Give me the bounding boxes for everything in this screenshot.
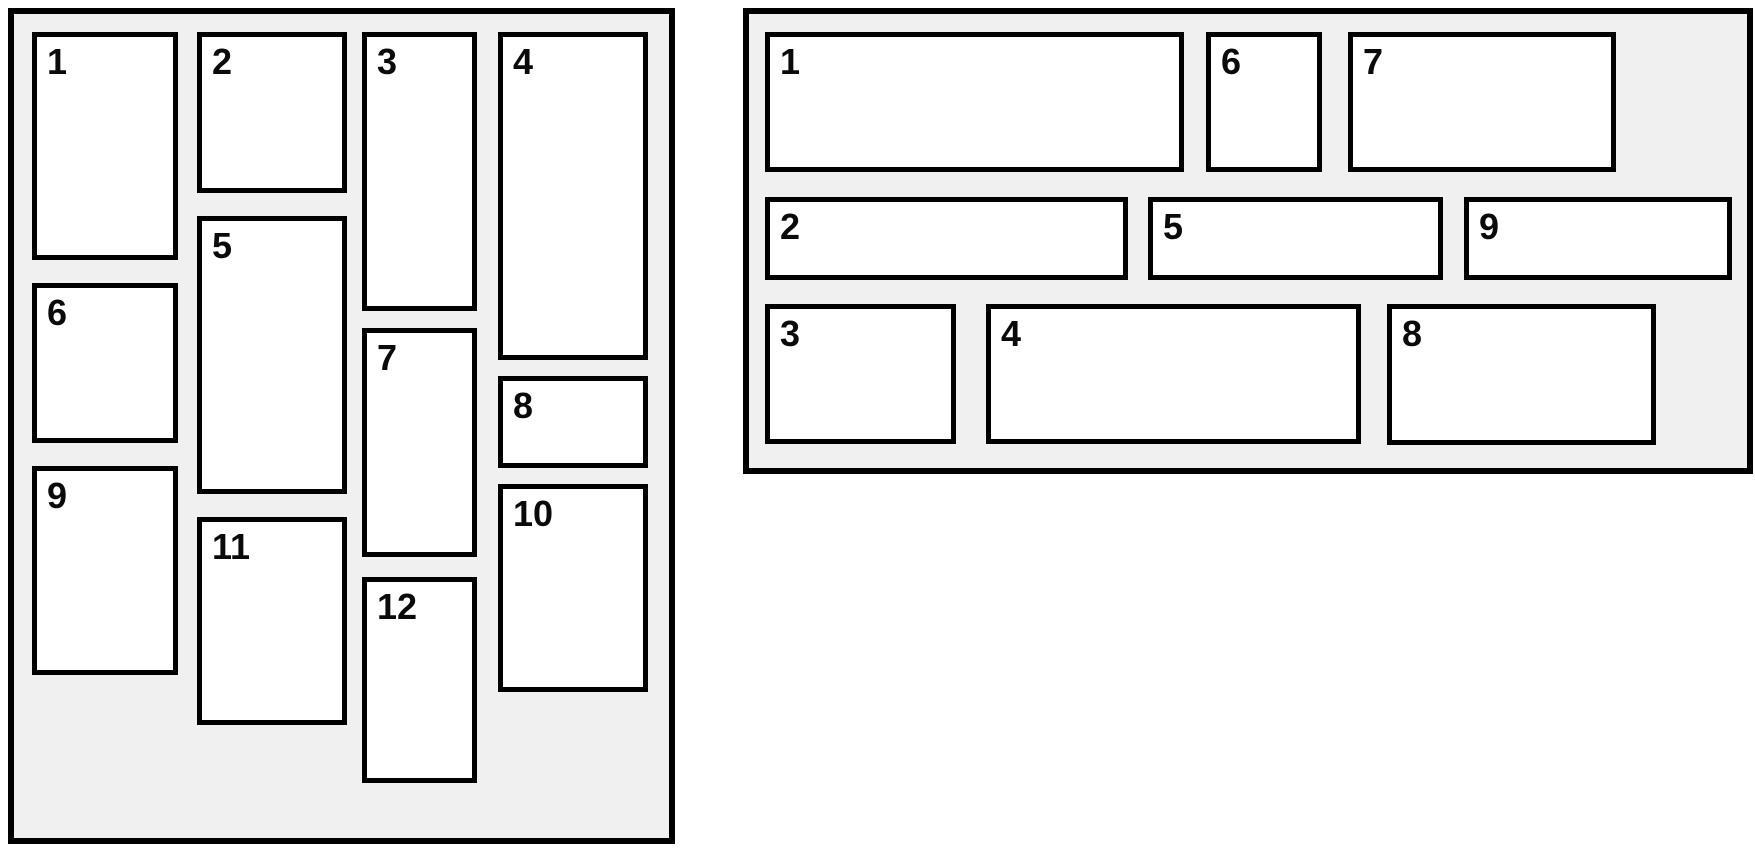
right-masonry-item-3: 3 <box>765 304 956 444</box>
right-masonry-item-6: 6 <box>1206 32 1322 172</box>
item-label: 6 <box>47 292 68 333</box>
left-masonry-item-7: 7 <box>362 328 477 557</box>
item-label: 3 <box>377 41 398 82</box>
item-label: 9 <box>1479 206 1500 247</box>
item-label: 10 <box>513 493 554 534</box>
item-label: 7 <box>377 337 398 378</box>
left-masonry-item-4: 4 <box>498 32 648 360</box>
item-label: 12 <box>377 586 418 627</box>
item-label: 2 <box>212 41 233 82</box>
right-masonry-item-2: 2 <box>765 197 1128 280</box>
left-masonry-item-2: 2 <box>197 32 347 193</box>
item-label: 7 <box>1363 41 1384 82</box>
left-masonry-item-6: 6 <box>32 283 178 443</box>
item-label: 8 <box>513 385 534 426</box>
item-label: 5 <box>212 225 233 266</box>
right-masonry-item-1: 1 <box>765 32 1184 172</box>
left-masonry-item-10: 10 <box>498 484 648 692</box>
right-masonry-item-5: 5 <box>1148 197 1443 280</box>
item-label: 3 <box>780 313 801 354</box>
left-masonry-item-11: 11 <box>197 517 347 725</box>
left-masonry-panel: 1 2 3 4 5 6 7 8 9 10 11 12 <box>8 8 675 844</box>
item-label: 1 <box>47 41 68 82</box>
left-masonry-item-9: 9 <box>32 466 178 675</box>
item-label: 4 <box>513 41 534 82</box>
item-label: 11 <box>212 526 251 567</box>
right-masonry-panel: 1 2 3 4 5 6 7 8 9 <box>743 8 1753 474</box>
left-masonry-item-12: 12 <box>362 577 477 783</box>
right-masonry-item-9: 9 <box>1464 197 1732 280</box>
right-masonry-item-4: 4 <box>986 304 1361 444</box>
item-label: 6 <box>1221 41 1242 82</box>
item-label: 8 <box>1402 313 1423 354</box>
left-masonry-item-3: 3 <box>362 32 477 311</box>
item-label: 5 <box>1163 206 1184 247</box>
item-label: 9 <box>47 475 68 516</box>
item-label: 4 <box>1001 313 1022 354</box>
left-masonry-item-8: 8 <box>498 376 648 468</box>
item-label: 2 <box>780 206 801 247</box>
item-label: 1 <box>780 41 801 82</box>
left-masonry-item-1: 1 <box>32 32 178 260</box>
right-masonry-item-7: 7 <box>1348 32 1616 172</box>
left-masonry-item-5: 5 <box>197 216 347 494</box>
right-masonry-item-8: 8 <box>1387 304 1656 445</box>
